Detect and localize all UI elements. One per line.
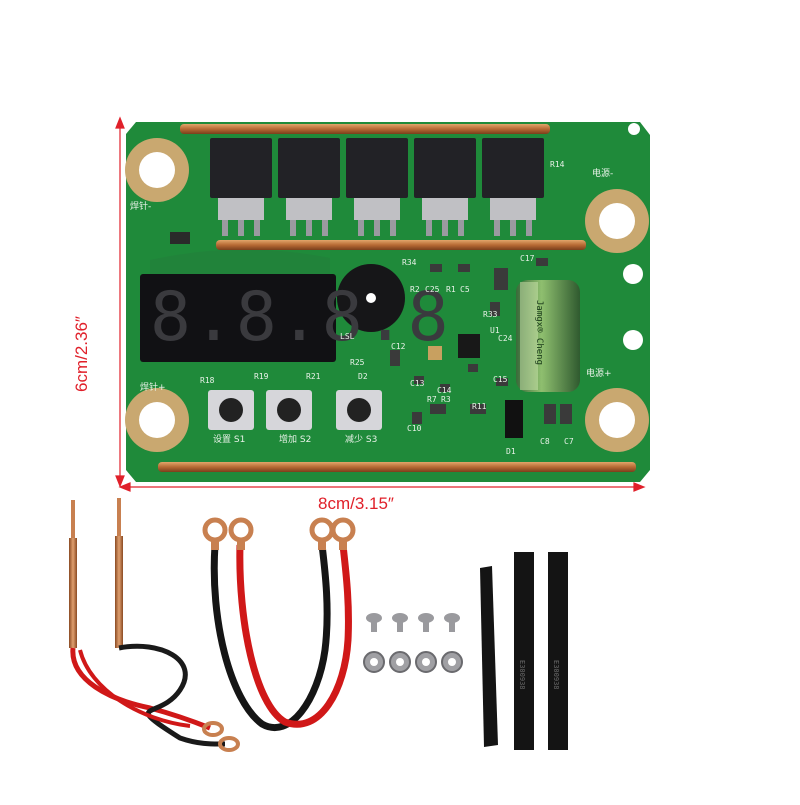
label-r2: R2 [410, 285, 420, 294]
label-r18: R18 [200, 376, 215, 385]
label-c15: C15 [493, 375, 508, 384]
seven-segment-display: 8.8.8.8 [140, 274, 449, 362]
mounting-pads [125, 123, 649, 452]
copper-bar-bottom [158, 462, 636, 472]
label-power-minus: 电源- [592, 169, 614, 179]
label-u1: U1 [490, 326, 500, 335]
label-c12: C12 [391, 342, 406, 351]
label-btn-inc: 增加 S2 [279, 435, 312, 445]
screws [366, 613, 460, 632]
label-r3: R3 [441, 395, 451, 404]
label-d2: D2 [358, 372, 368, 381]
crystal [428, 346, 442, 360]
label-r21: R21 [306, 372, 321, 381]
label-c7: C7 [564, 437, 574, 446]
diode [505, 400, 523, 438]
smd-components [390, 258, 572, 424]
label-c8: C8 [540, 437, 550, 446]
nuts [363, 651, 463, 673]
label-c5: C5 [460, 285, 470, 294]
height-dimension-label: 6cm/2.36″ [72, 316, 91, 392]
label-r25: R25 [350, 358, 365, 367]
copper-bar-top [180, 124, 550, 134]
heatshrink-tubes [480, 552, 568, 750]
label-r14: R14 [550, 160, 565, 169]
label-r11: R11 [472, 402, 487, 411]
pcb-board [125, 122, 650, 482]
label-weld-minus: 焊针- [130, 202, 152, 212]
tactile-buttons [208, 390, 382, 430]
heatshrink-print-1: E300938 [518, 660, 526, 690]
copper-bar-middle [216, 240, 586, 250]
label-c10: C10 [407, 424, 422, 433]
label-c14: C14 [437, 386, 452, 395]
led-indicator [170, 232, 190, 244]
label-weld-plus: 焊针+ [140, 383, 166, 393]
welding-pens [69, 498, 240, 752]
label-c24: C24 [498, 334, 513, 343]
dimension-lines [115, 116, 646, 492]
label-c25: C25 [425, 285, 440, 294]
label-r34: R34 [402, 258, 417, 267]
label-btn-set: 设置 S1 [213, 435, 246, 445]
electrolytic-capacitor [516, 280, 580, 392]
heatshrink-print-2: E300938 [552, 660, 560, 690]
battery-cables [202, 517, 356, 732]
ic-chip [458, 334, 480, 358]
label-c13: C13 [410, 379, 425, 388]
label-r19: R19 [254, 372, 269, 381]
capacitor-brand: Jamgx® Cheng [534, 300, 544, 366]
label-c17: C17 [520, 254, 535, 263]
label-r33: R33 [483, 310, 498, 319]
label-btn-dec: 减少 S3 [345, 435, 378, 445]
label-power-plus: 电源+ [586, 369, 612, 379]
label-r1: R1 [446, 285, 456, 294]
label-lsl: LSL [340, 332, 355, 341]
label-r7: R7 [427, 395, 437, 404]
display-digits: 8.8.8.8 [150, 278, 451, 357]
width-dimension-label: 8cm/3.15″ [318, 494, 394, 513]
label-d1: D1 [506, 447, 516, 456]
mosfet-row [210, 138, 544, 236]
